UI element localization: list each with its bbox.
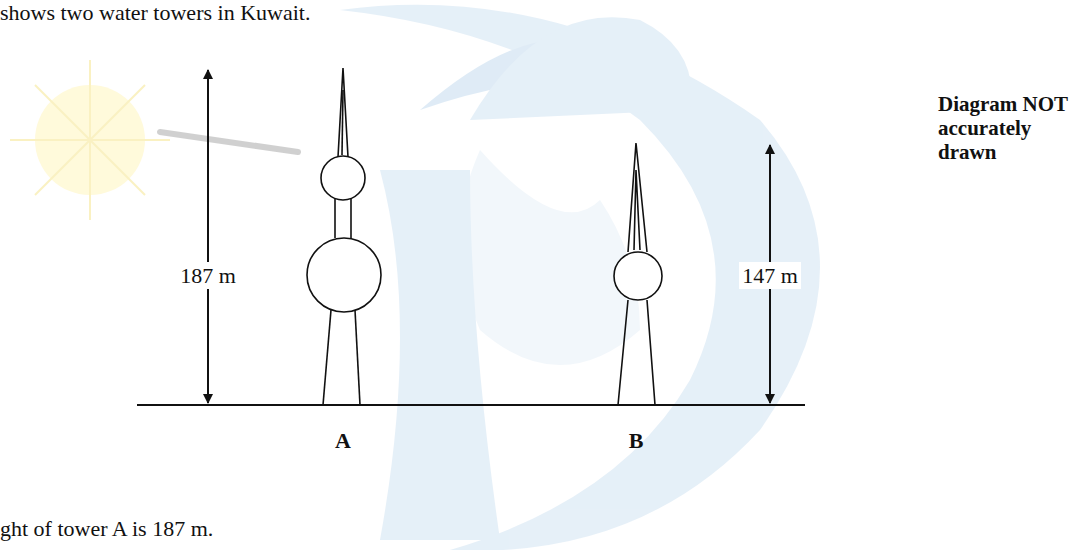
tower-a <box>307 68 381 405</box>
diagram-note: Diagram NOT accurately drawn <box>938 92 1078 164</box>
dimension-arrow <box>207 70 209 403</box>
note-text: ght of tower A is 187 m. <box>0 516 213 541</box>
watermark <box>10 5 820 550</box>
dimension-label: 187 m <box>177 262 239 289</box>
ground-line <box>137 404 805 406</box>
note-text: shows two water towers in Kuwait. <box>0 0 310 25</box>
tower-label: B <box>629 428 644 453</box>
tower-b <box>614 143 662 405</box>
tower-label: A <box>335 428 351 453</box>
dimension-label: 147 m <box>739 262 801 289</box>
